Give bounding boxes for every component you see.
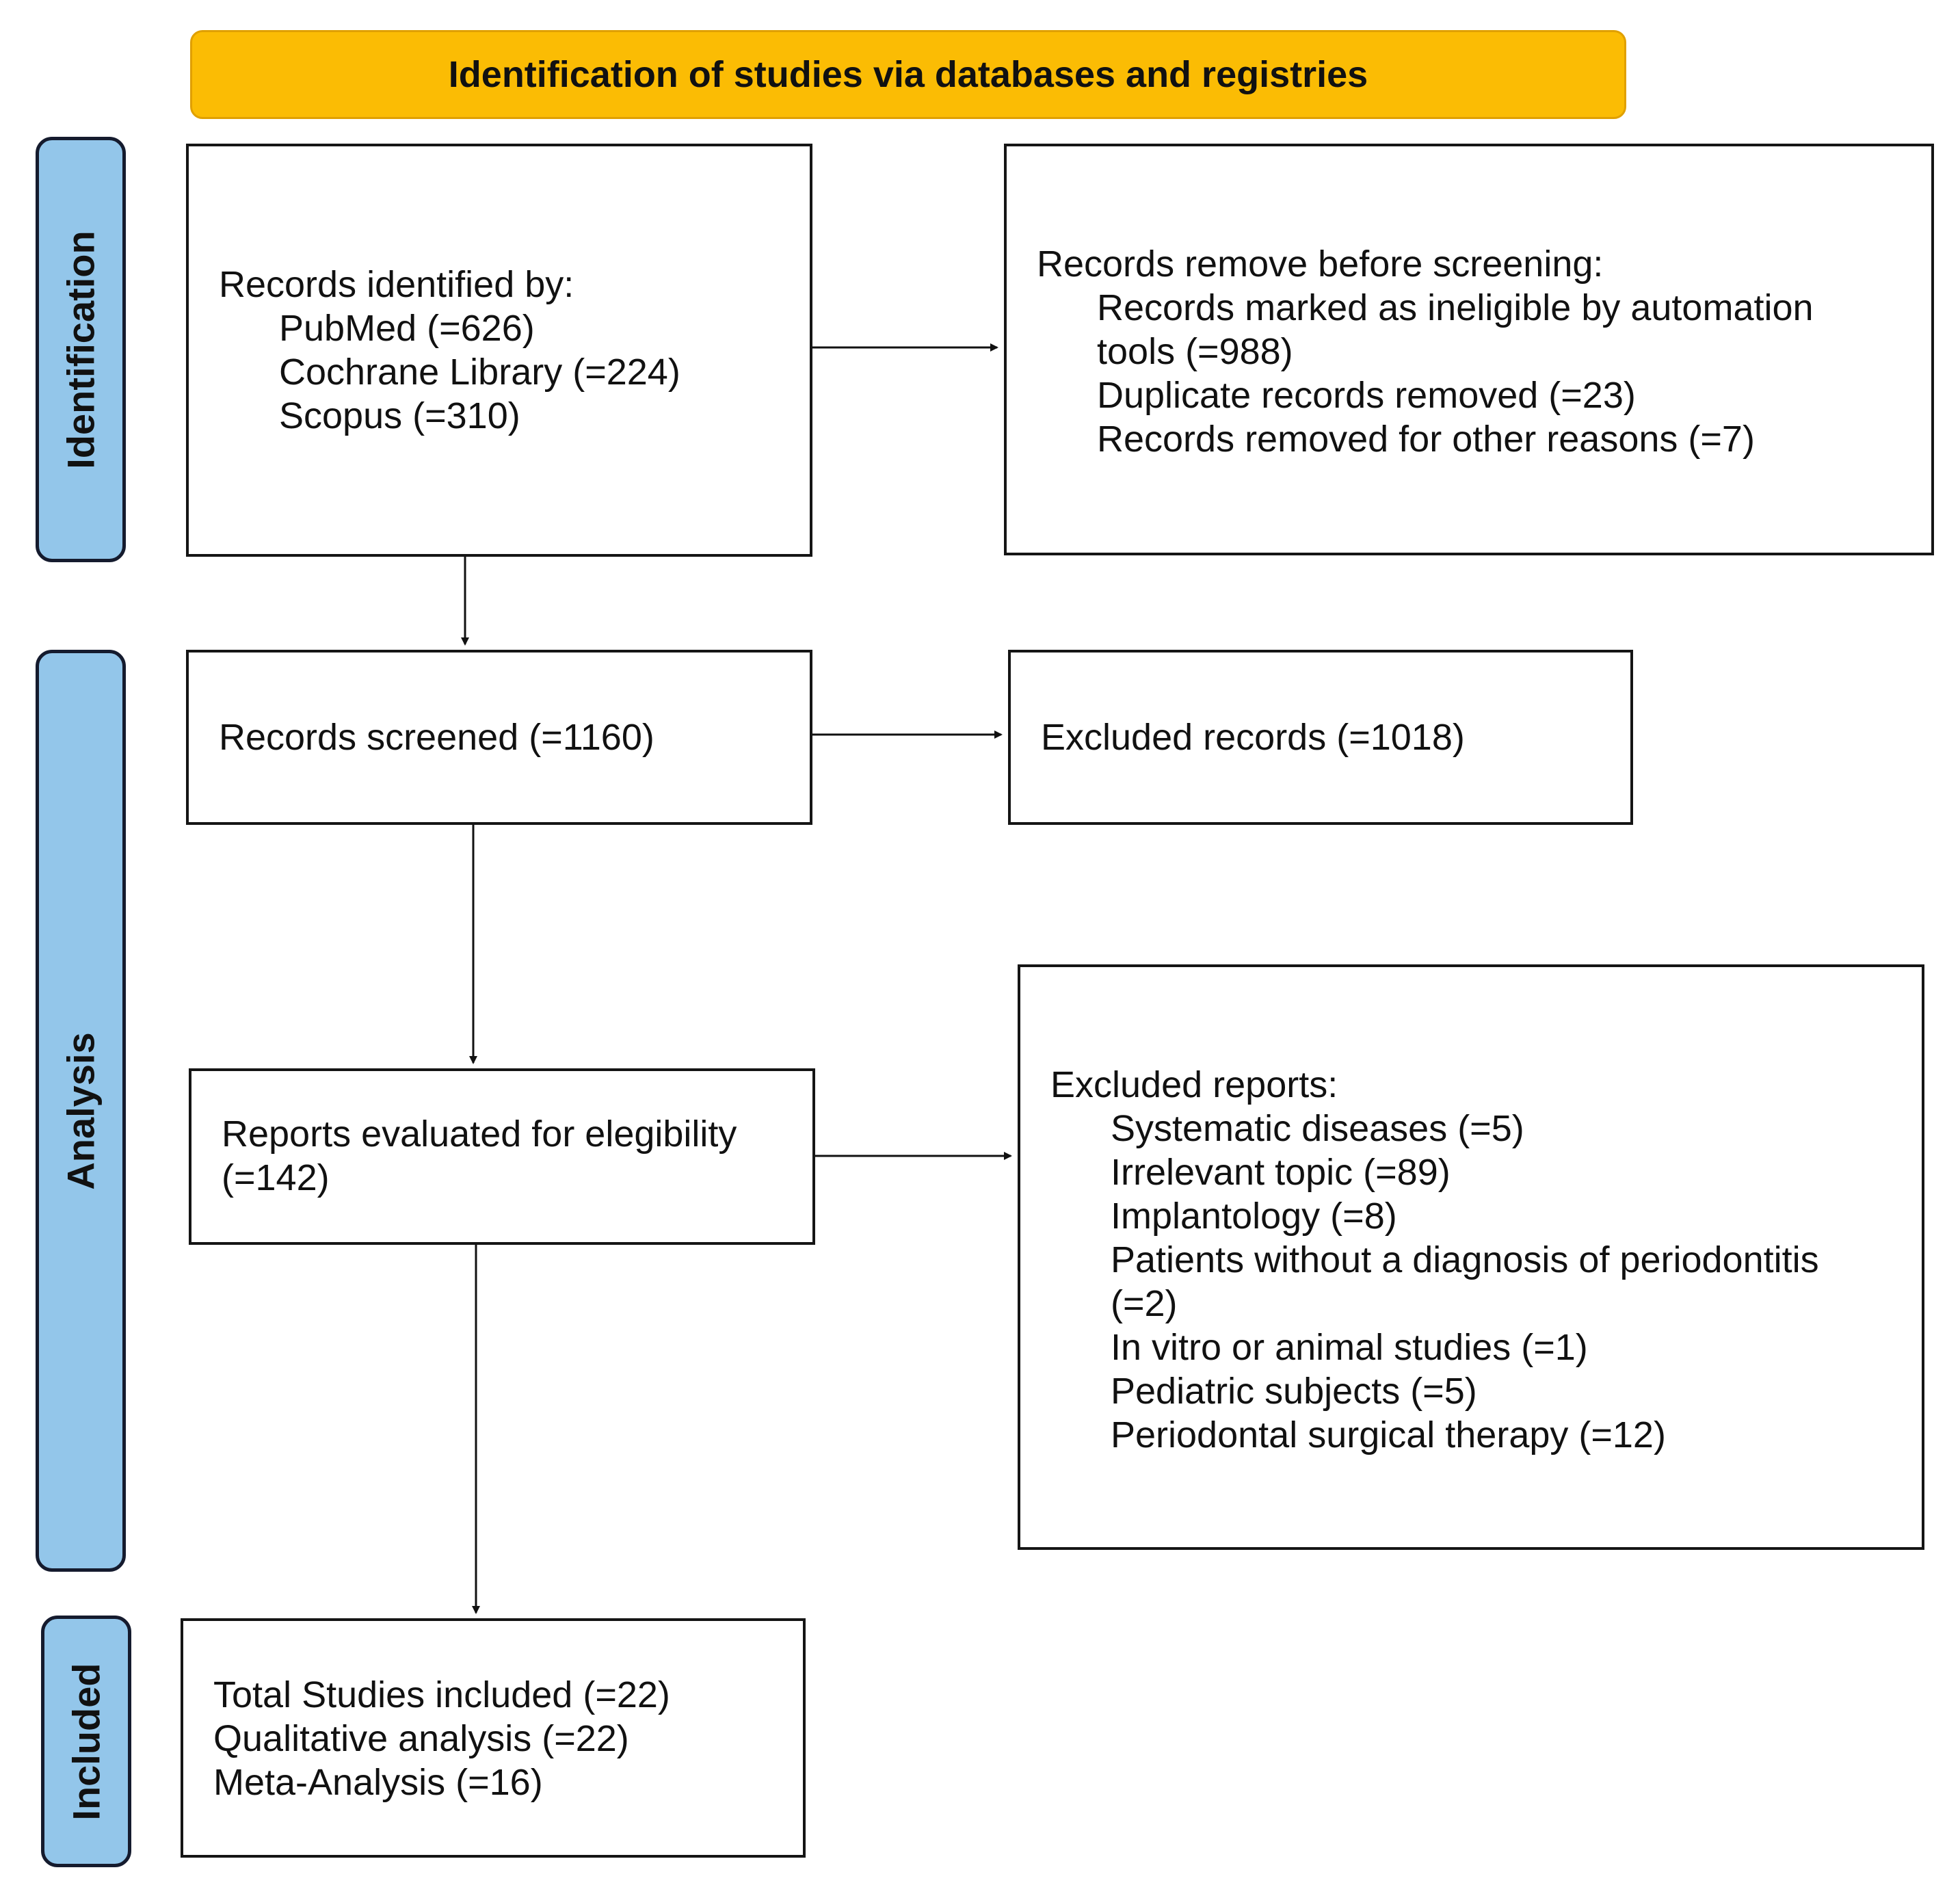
records-removed-heading: Records remove before screening: — [1037, 243, 1604, 285]
header-banner: Identification of studies via databases … — [190, 30, 1626, 119]
excluded-reason-systematic: Systematic diseases (=5) — [1111, 1108, 1524, 1149]
stage-tab-included: Included — [41, 1616, 131, 1867]
stage-tab-identification: Identification — [36, 137, 126, 562]
records-screened-box: Records screened (=1160) — [186, 650, 812, 825]
removed-automation-count: tools (=988) — [1097, 331, 1293, 372]
excluded-reason-irrelevant: Irrelevant topic (=89) — [1111, 1152, 1451, 1193]
excluded-reason-no-diagnosis: Patients without a diagnosis of periodon… — [1111, 1239, 1819, 1280]
included-meta-analysis: Meta-Analysis (=16) — [213, 1762, 543, 1803]
reports-evaluated-line-1: Reports evaluated for elegibility — [222, 1113, 737, 1155]
excluded-reason-implantology: Implantology (=8) — [1111, 1196, 1397, 1237]
records-identified-heading: Records identified by: — [219, 264, 574, 305]
source-cochrane: Cochrane Library (=224) — [279, 352, 680, 393]
removed-automation: Records marked as ineligible by automati… — [1097, 287, 1814, 328]
excluded-reason-in-vitro: In vitro or animal studies (=1) — [1111, 1327, 1588, 1368]
excluded-records-box: Excluded records (=1018) — [1008, 650, 1633, 825]
excluded-reason-no-diagnosis-count: (=2) — [1111, 1283, 1178, 1324]
stage-tab-analysis: Analysis — [36, 650, 126, 1572]
excluded-reason-pediatric: Pediatric subjects (=5) — [1111, 1371, 1477, 1412]
included-qualitative: Qualitative analysis (=22) — [213, 1718, 629, 1759]
records-screened-text: Records screened (=1160) — [219, 717, 654, 758]
excluded-reports-heading: Excluded reports: — [1050, 1064, 1338, 1105]
source-scopus: Scopus (=310) — [279, 395, 520, 436]
reports-evaluated-line-2: (=142) — [222, 1157, 330, 1198]
header-title: Identification of studies via databases … — [448, 54, 1368, 95]
excluded-reports-box: Excluded reports: Systematic diseases (=… — [1018, 964, 1924, 1550]
source-pubmed: PubMed (=626) — [279, 308, 535, 349]
records-identified-box: Records identified by: PubMed (=626) Coc… — [186, 144, 812, 557]
included-studies-box: Total Studies included (=22) Qualitative… — [181, 1618, 806, 1858]
reports-evaluated-box: Reports evaluated for elegibility (=142) — [189, 1068, 815, 1245]
excluded-records-text: Excluded records (=1018) — [1041, 717, 1465, 758]
excluded-reason-surgical: Periodontal surgical therapy (=12) — [1111, 1414, 1666, 1455]
records-removed-box: Records remove before screening: Records… — [1004, 144, 1934, 555]
included-total: Total Studies included (=22) — [213, 1674, 670, 1715]
removed-duplicates: Duplicate records removed (=23) — [1097, 375, 1636, 416]
removed-other: Records removed for other reasons (=7) — [1097, 419, 1755, 460]
